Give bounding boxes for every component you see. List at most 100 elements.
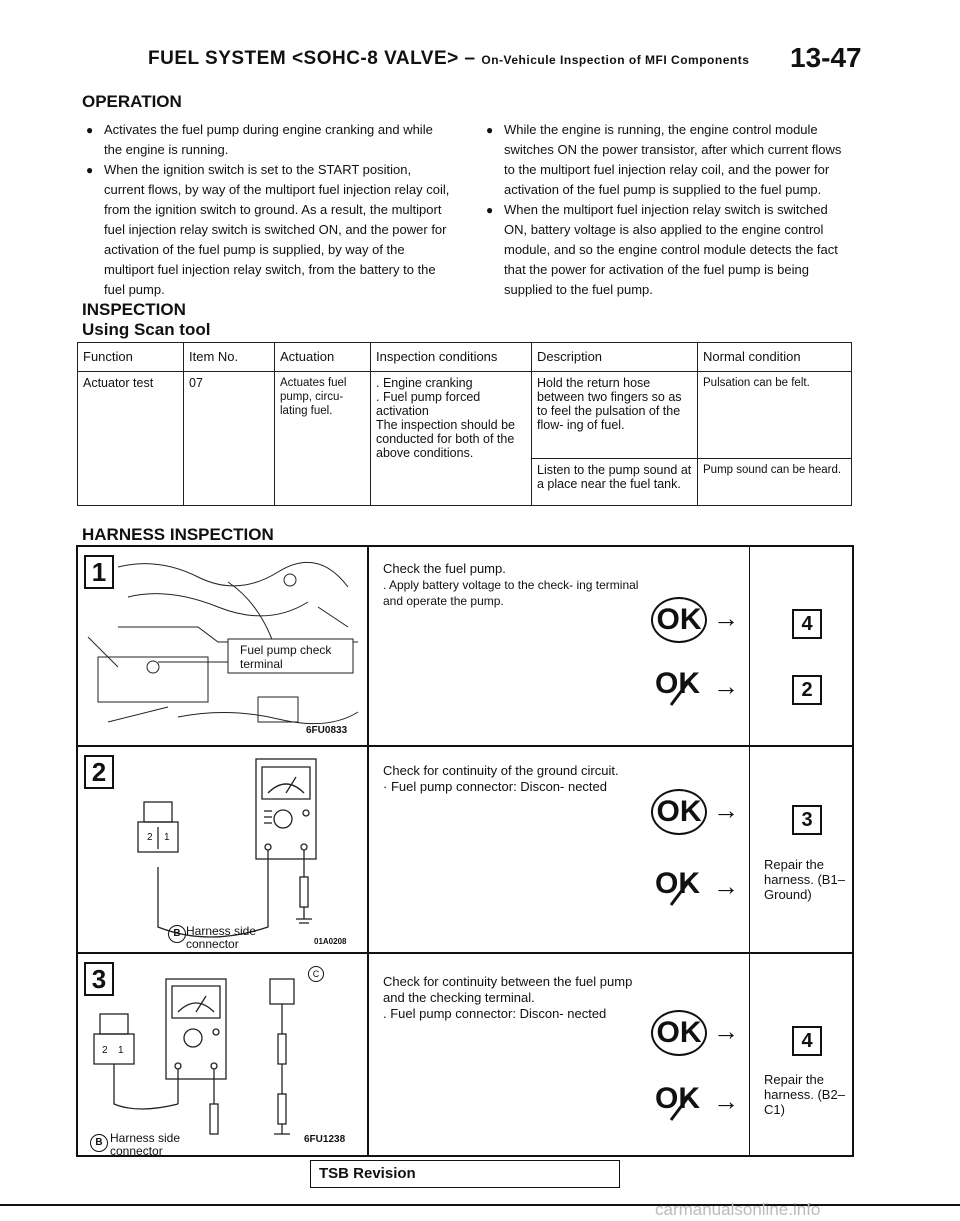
header-title: FUEL SYSTEM <SOHC-8 VALVE> –: [148, 48, 476, 69]
header-subtitle: On-Vehicule Inspection of MFI Components: [481, 53, 750, 67]
step-instructions: Check for continuity of the ground circu…: [369, 747, 749, 952]
table-row: Actuator test 07 Actuates fuel pump, cir…: [77, 371, 852, 506]
ok-result: OK: [651, 597, 707, 643]
marker-b: B: [168, 925, 186, 943]
operation-bullet: ●Activates the fuel pump during engine c…: [86, 122, 433, 157]
arrow-right-icon: →: [713, 871, 739, 901]
pin-label: 1: [118, 1045, 124, 1056]
cell-description: Hold the return hose between two fingers…: [531, 371, 698, 459]
harness-step-3: 3: [78, 954, 853, 1158]
fig-code: 6FU0833: [306, 725, 348, 736]
cell-normal: Pulsation can be felt.: [697, 371, 852, 459]
cell-conditions: . Engine cranking . Fuel pump forced act…: [370, 371, 532, 506]
repair-note: Repair the harness. (B2– C1): [764, 1072, 845, 1117]
step-title: Check for continuity between the fuel pu…: [383, 974, 633, 1005]
cross-mark-icon: [669, 1087, 697, 1121]
harness-heading: HARNESS INSPECTION: [82, 525, 274, 544]
harness-step-2: 2: [78, 747, 852, 954]
arrow-right-icon: →: [713, 795, 739, 825]
arrow-right-icon: →: [713, 671, 739, 701]
tsb-revision-box: TSB Revision: [310, 1160, 620, 1188]
operation-left-list: ●Activates the fuel pump during engine c…: [82, 120, 452, 300]
operation-bullet: ●While the engine is running, the engine…: [486, 122, 842, 197]
step-sub: . Apply battery voltage to the check- in…: [383, 578, 639, 608]
cell-item-no: 07: [183, 371, 275, 506]
page-header-title: FUEL SYSTEM <SOHC-8 VALVE> – On-Vehicule…: [148, 48, 749, 70]
step-targets: 4 Repair the harness. (B2– C1): [749, 954, 853, 1155]
cell-description: Listen to the pump sound at a place near…: [531, 458, 698, 506]
watermark: carmanualsonline.info: [655, 1200, 821, 1219]
step-number: 1: [84, 555, 114, 589]
col-header: Function: [77, 342, 184, 372]
col-header: Inspection conditions: [370, 342, 532, 372]
pin-label: 1: [164, 832, 170, 843]
table-header-row: Function Item No. Actuation Inspection c…: [77, 342, 852, 372]
goto-step-box: 3: [792, 805, 822, 835]
goto-step-box: 4: [792, 609, 822, 639]
condition-line: . Fuel pump forced activation: [376, 390, 481, 418]
ok-result: OK: [651, 789, 707, 835]
fig-code: 01A0208: [314, 937, 347, 946]
footer-rule: [0, 1204, 960, 1206]
fig-label: Fuel pump check terminal: [240, 643, 332, 671]
pin-label: 2: [102, 1045, 108, 1056]
harness-step-1: 1 Fuel pum: [78, 547, 852, 747]
fig-code: 6FU1238: [304, 1134, 346, 1145]
step-number: 3: [84, 962, 114, 996]
cross-mark-icon: [669, 672, 697, 706]
goto-step-box: 4: [792, 1026, 822, 1056]
step-sub: · Fuel pump connector: Discon- nected: [383, 779, 607, 794]
step-figure: 1 Fuel pum: [78, 547, 369, 745]
col-header: Actuation: [274, 342, 371, 372]
goto-step-box: 2: [792, 675, 822, 705]
scan-tool-table: Function Item No. Actuation Inspection c…: [77, 342, 852, 506]
pin-label: 2: [147, 832, 153, 843]
arrow-right-icon: →: [713, 1086, 739, 1116]
step-text: Check for continuity between the fuel pu…: [383, 974, 643, 1022]
step-title: Check for continuity of the ground circu…: [383, 763, 619, 778]
ng-result: OK: [655, 1082, 700, 1121]
step-title: Check the fuel pump.: [383, 561, 506, 576]
operation-bullet: ●When the ignition switch is set to the …: [86, 162, 450, 297]
cell-actuation: Actuates fuel pump, circu- lating fuel.: [274, 371, 371, 506]
operation-heading: OPERATION: [82, 92, 182, 111]
ng-result: OK: [655, 867, 700, 906]
condition-line: The inspection should be conducted for b…: [376, 418, 515, 460]
cross-mark-icon: [669, 872, 697, 906]
ohmmeter-connector-illustration: [93, 978, 295, 1135]
harness-inspection-chart: 1 Fuel pum: [76, 545, 854, 1158]
cell-function: Actuator test: [77, 371, 184, 506]
condition-line: . Engine cranking: [376, 376, 473, 390]
step-number: 2: [84, 755, 114, 789]
ng-result: OK: [655, 667, 700, 706]
marker-b: B: [90, 1134, 108, 1152]
table-row: Listen to the pump sound at a place near…: [78, 458, 852, 506]
col-header: Description: [531, 342, 698, 372]
step-targets: 4 2: [749, 547, 853, 745]
cell-normal: Pump sound can be heard.: [697, 458, 852, 506]
inspection-heading: INSPECTION: [82, 300, 186, 319]
operation-right-list: ●While the engine is running, the engine…: [482, 120, 854, 300]
arrow-right-icon: →: [713, 1016, 739, 1046]
step-instructions: Check the fuel pump. . Apply battery vol…: [369, 547, 749, 745]
step-text: Check for continuity of the ground circu…: [383, 763, 643, 795]
ohmmeter-connector-illustration: [137, 758, 317, 938]
engine-bay-illustration: [87, 561, 359, 725]
ok-result: OK: [651, 1010, 707, 1056]
arrow-right-icon: →: [713, 603, 739, 633]
step-sub: . Fuel pump connector: Discon- nected: [383, 1006, 607, 1021]
inspection-subheading: Using Scan tool: [82, 320, 211, 339]
page-number: 13-47: [790, 42, 862, 73]
col-header: Normal condition: [697, 342, 852, 372]
step-targets: 3 Repair the harness. (B1– Ground): [749, 747, 853, 952]
repair-note: Repair the harness. (B1– Ground): [764, 857, 845, 902]
step-text: Check the fuel pump. . Apply battery vol…: [383, 561, 643, 609]
step-figure: 2: [78, 747, 369, 952]
col-header: Item No.: [183, 342, 275, 372]
fig-label: Harness side connector: [110, 1131, 181, 1158]
fig-label: Harness side connector: [186, 924, 257, 951]
step-instructions: Check for continuity between the fuel pu…: [369, 954, 749, 1155]
operation-bullet: ●When the multiport fuel injection relay…: [486, 202, 838, 297]
step-figure: 3: [78, 954, 369, 1158]
marker-c: C: [308, 966, 324, 982]
